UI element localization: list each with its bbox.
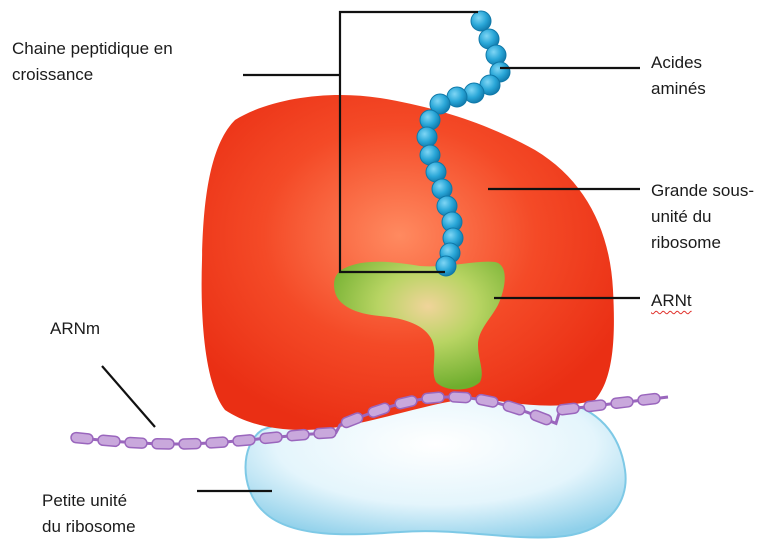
mrna-codon [98,435,121,447]
amino-acid-bead [471,11,491,31]
label-trna: ARNt [651,288,692,314]
label-large-subunit: Grande sous- unité du ribosome [651,178,754,256]
mrna-codon [637,393,660,406]
mrna-codon [179,439,201,450]
label-amino-acids: Acides aminés [651,50,706,102]
label-peptide-chain: Chaine peptidique en croissance [12,36,173,88]
mrna-codon [260,432,283,444]
mrna-codon [125,437,148,448]
leader-line-mrna [102,366,155,427]
large-subunit-shape [202,95,614,430]
mrna-codon [583,400,606,413]
mrna-codon [287,429,310,441]
mrna-codon [556,403,579,416]
mrna-codon [422,392,445,404]
mrna-codon [233,434,256,446]
mrna-codon [314,428,337,439]
mrna-codon [152,439,174,449]
mrna-codon [449,392,472,403]
label-small-subunit: Petite unité du ribosome [42,488,136,540]
label-mrna: ARNm [50,316,100,342]
amino-acid-bead [417,127,437,147]
mrna-codon [71,432,94,444]
mrna-codon [206,437,229,448]
mrna-codon [610,396,633,409]
